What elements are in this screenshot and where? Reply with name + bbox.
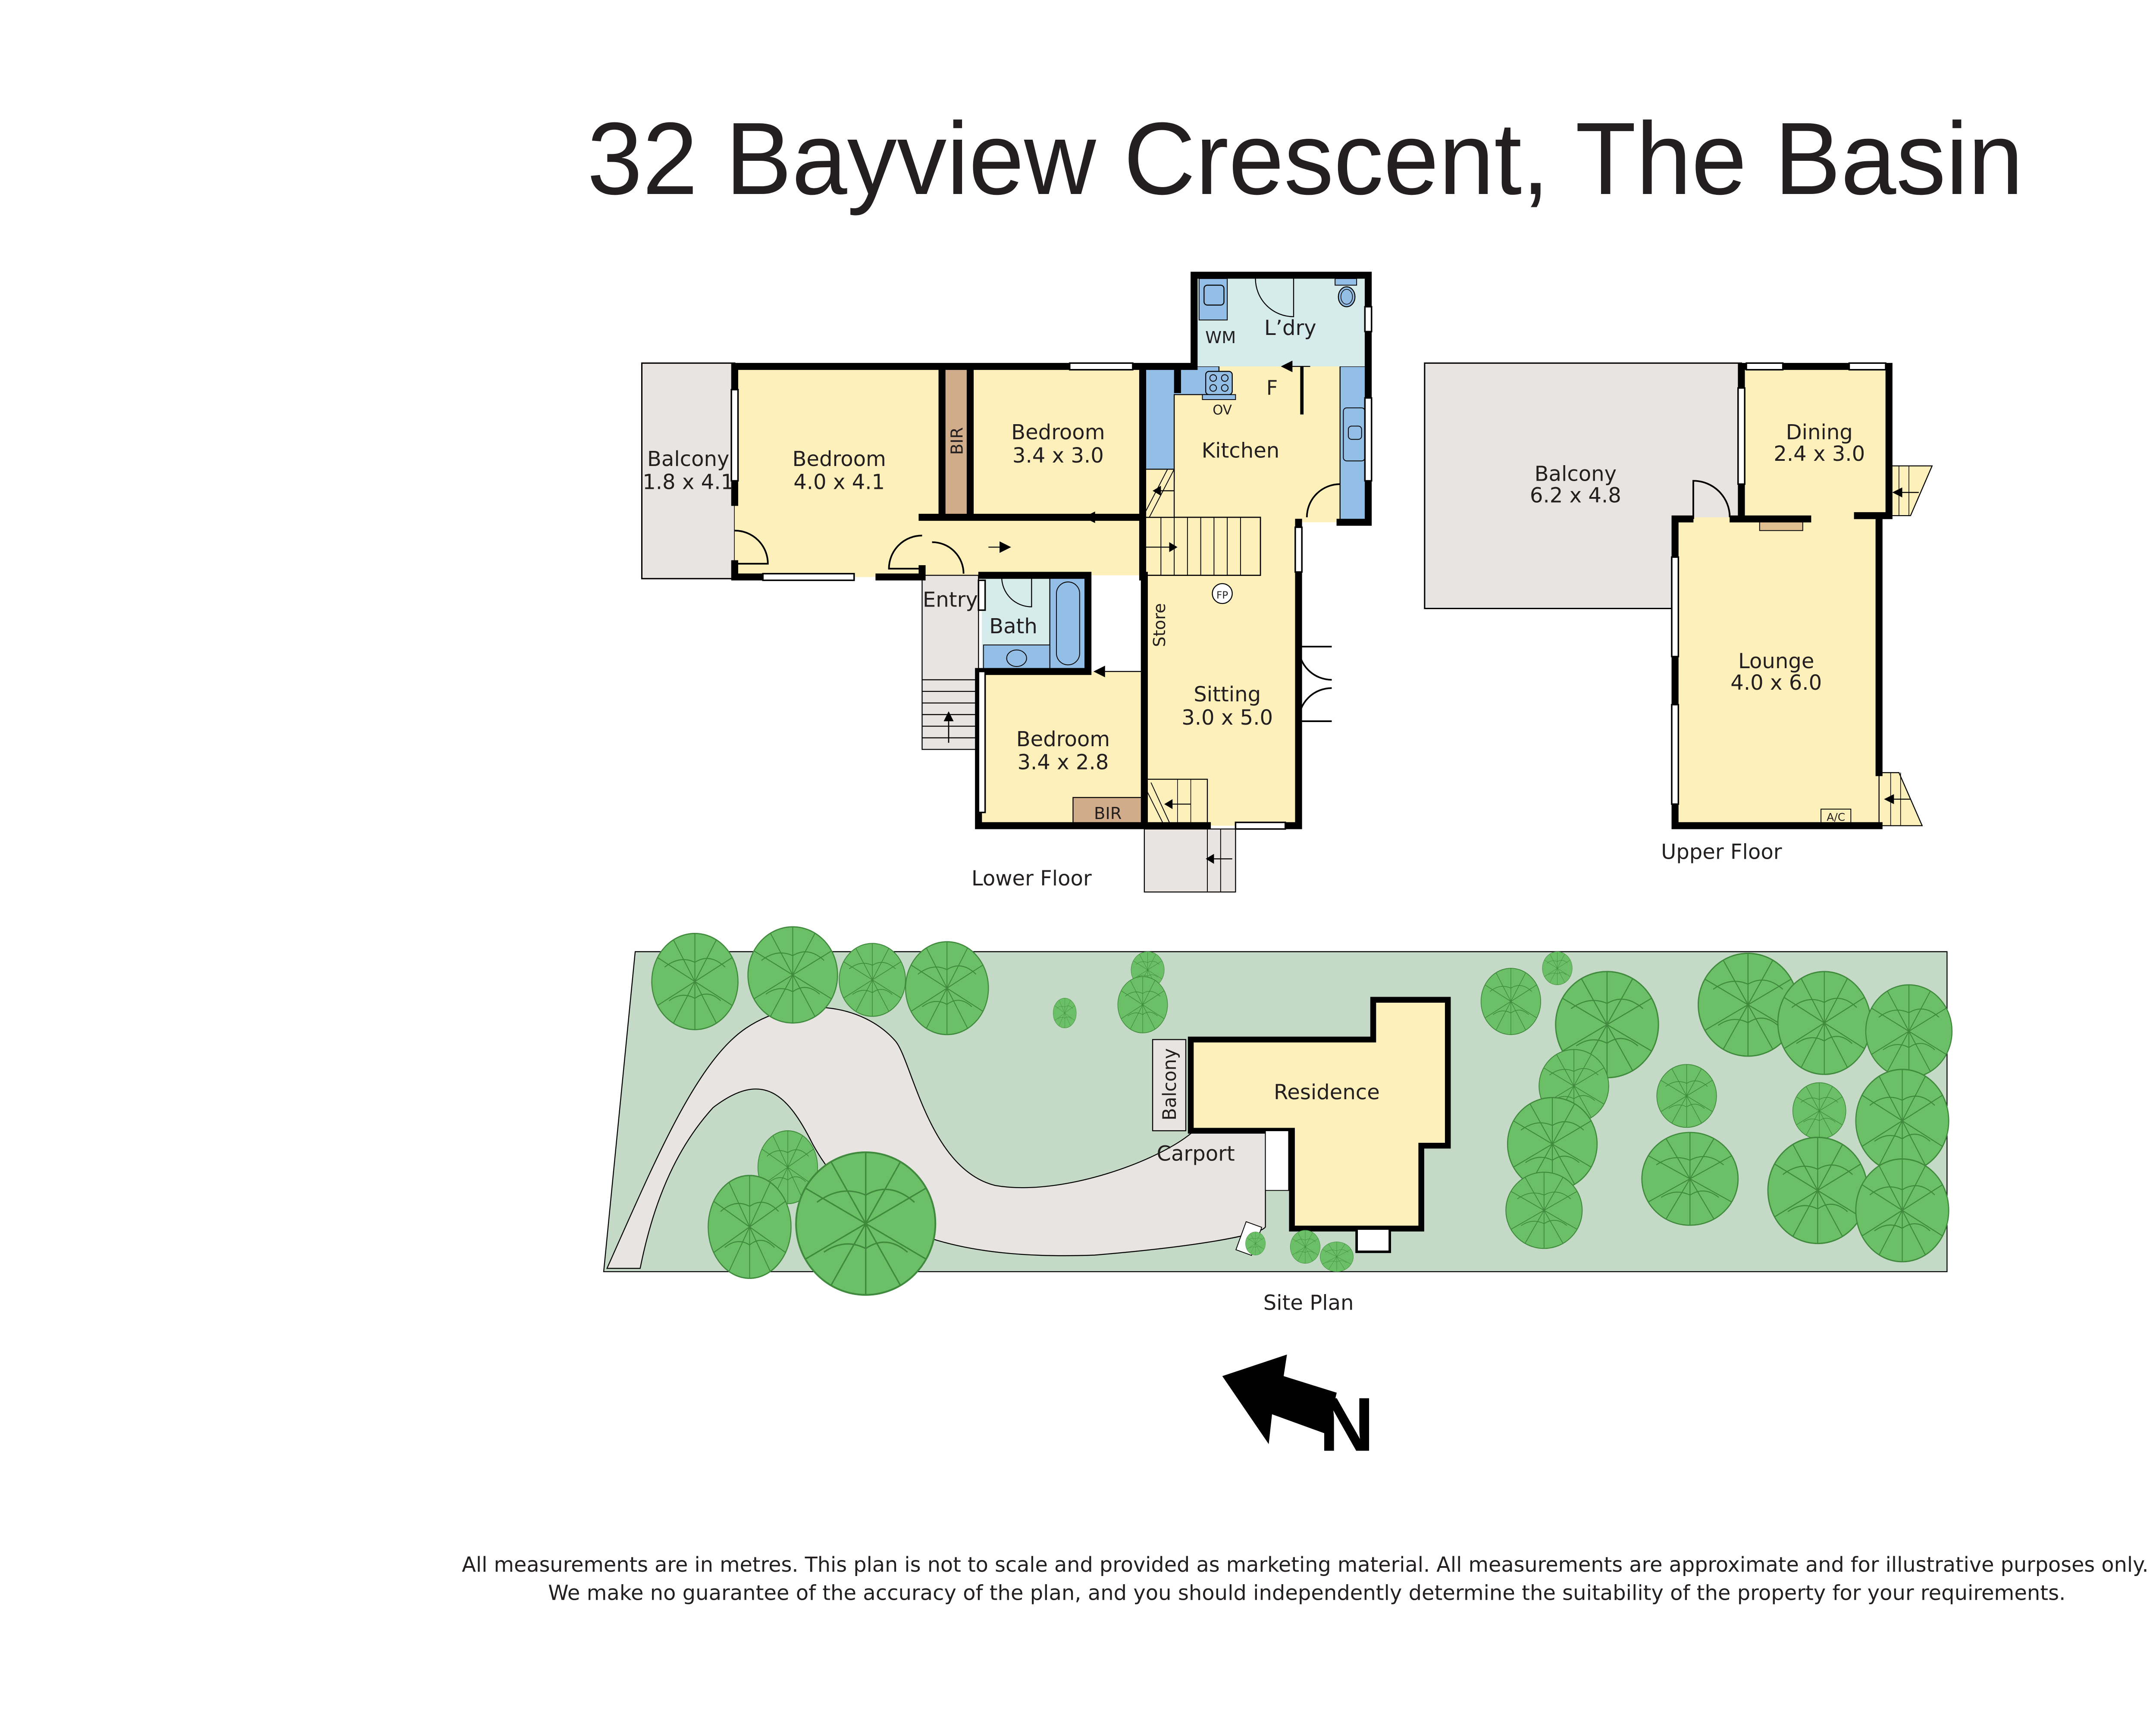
door-entry-hall[interactable] (932, 541, 965, 574)
upper-stairs-top (1888, 465, 1933, 516)
window (978, 579, 986, 611)
north-label: N (1319, 1382, 1374, 1467)
washing-machine-icon (1203, 285, 1225, 306)
label-site-residence: Residence (1274, 1080, 1380, 1104)
north-arrow-icon (1222, 1354, 1337, 1444)
label-fridge: F (1266, 376, 1278, 399)
vanity-icon (983, 644, 1050, 672)
label-site-carport: Carport (1156, 1141, 1235, 1166)
window (1364, 397, 1373, 482)
label-balcony-lower: Balcony (647, 447, 730, 471)
window (978, 670, 986, 813)
lower-floor-walls (731, 272, 1372, 829)
door-sitting-french[interactable] (1297, 646, 1332, 722)
label-kitchen: Kitchen (1202, 439, 1280, 463)
lower-floor-label: Lower Floor (971, 866, 1092, 891)
window (730, 389, 739, 482)
front-stairs (1144, 828, 1236, 893)
site-balcony (1152, 1039, 1187, 1132)
label-site-balcony: Balcony (1159, 1048, 1180, 1121)
label-bedroom-1: Bedroom (792, 447, 886, 471)
size-balcony-upper: 6.2 x 4.8 (1530, 483, 1621, 507)
size-bedroom-3: 3.4 x 2.8 (1017, 751, 1109, 775)
label-balcony-upper: Balcony (1535, 462, 1617, 486)
door-upper-balcony[interactable] (1692, 480, 1731, 519)
site-residence[interactable] (1188, 997, 1451, 1232)
upper-floor-walls (1671, 363, 1893, 829)
label-aircon: A/C (1827, 811, 1845, 823)
upper-stairs-bottom (1878, 772, 1923, 826)
size-sitting: 3.0 x 5.0 (1181, 706, 1273, 730)
window (1294, 526, 1303, 573)
window (1671, 556, 1680, 657)
robe-bir-1 (942, 366, 970, 517)
room-dining (1741, 366, 1889, 519)
site-plan: Residence Balcony Carport Site Plan (603, 926, 1953, 1315)
site-plan-label: Site Plan (1263, 1291, 1354, 1315)
basin-icon (1006, 649, 1027, 667)
label-bedroom-2: Bedroom (1011, 420, 1105, 444)
label-washing-machine: WM (1205, 328, 1236, 347)
fireplace-icon (1212, 583, 1233, 604)
label-bath: Bath (989, 614, 1037, 638)
laundry-door-swing (1255, 278, 1294, 317)
door-entry[interactable] (888, 535, 922, 570)
size-bedroom-2: 3.4 x 3.0 (1012, 444, 1104, 468)
window (1671, 704, 1680, 805)
sink-icon (1343, 407, 1366, 462)
window (762, 573, 855, 581)
upper-floor-label: Upper Floor (1661, 840, 1782, 864)
room-bedroom-2 (970, 366, 1143, 517)
label-store: Store (1150, 603, 1169, 647)
size-lounge: 4.0 x 6.0 (1730, 671, 1822, 695)
door-kitchen-side[interactable] (1306, 483, 1340, 518)
size-dining: 2.4 x 3.0 (1774, 442, 1865, 466)
window (1364, 306, 1373, 332)
bathtub-inner (1056, 582, 1080, 666)
window (1848, 362, 1887, 371)
door-balcony-bedroom[interactable] (734, 529, 769, 565)
site-rear-stairs (1355, 1227, 1391, 1253)
size-bedroom-1: 4.0 x 4.1 (793, 470, 885, 494)
upper-floor-plan: Balcony 6.2 x 4.8 Dining 2.4 x 3.0 Loung… (1424, 362, 1933, 864)
size-balcony-lower: 1.8 x 4.1 (642, 470, 734, 494)
bath-door-swing (1001, 577, 1032, 607)
entry-stairs (922, 679, 979, 743)
internal-stairs-lower (1144, 779, 1208, 826)
label-bir-1: BIR (948, 427, 967, 455)
window (1745, 362, 1784, 371)
lower-floor-plan: Balcony 1.8 x 4.1 Bedroom 4.0 x 4.1 BIR … (641, 272, 1373, 893)
room-bedroom-1 (734, 366, 944, 577)
label-entry: Entry (923, 588, 978, 612)
label-bir-2: BIR (1094, 804, 1122, 823)
room-balcony-lower (641, 362, 736, 579)
label-laundry: L’dry (1264, 316, 1316, 340)
label-bedroom-3: Bedroom (1016, 727, 1110, 751)
disclaimer-line-2: We make no guarantee of the accuracy of … (548, 1581, 2065, 1605)
room-lounge (1675, 517, 1879, 826)
label-dining: Dining (1786, 420, 1853, 444)
site-side-stairs (1265, 1130, 1289, 1191)
window (1737, 387, 1745, 485)
disclaimer-line-1: All measurements are in metres. This pla… (462, 1553, 2149, 1577)
internal-stairs (1144, 469, 1261, 576)
label-lounge: Lounge (1738, 649, 1814, 673)
label-fireplace: FP (1216, 590, 1228, 601)
label-oven: OV (1213, 403, 1232, 418)
cooktop-icon (1202, 371, 1236, 400)
window (1069, 362, 1134, 371)
flow-arrows (988, 360, 1310, 678)
window (1235, 821, 1286, 830)
page-title: 32 Bayview Crescent, The Basin (587, 101, 2024, 216)
room-hallway (932, 517, 1143, 575)
robe-bir-2 (1072, 797, 1145, 826)
label-sitting: Sitting (1194, 682, 1261, 707)
